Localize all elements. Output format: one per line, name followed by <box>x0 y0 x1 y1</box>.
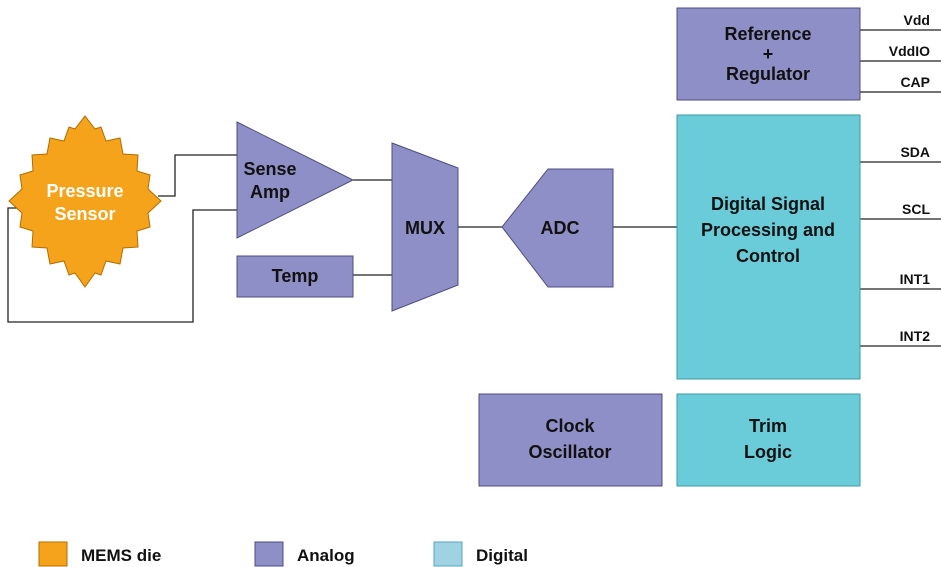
pressure-sensor-starburst <box>8 115 162 288</box>
mux-trapezoid <box>391 142 459 312</box>
temp-box <box>236 255 354 298</box>
pin-int2-label: INT2 <box>900 328 931 344</box>
pressure-sensor-label-line2: Sensor <box>54 204 115 224</box>
dsp-box <box>676 114 861 380</box>
pin-sda-label: SDA <box>900 144 930 160</box>
legend-digital-swatch <box>433 541 463 567</box>
adc-label: ADC <box>541 218 580 238</box>
adc-block: ADC <box>501 168 614 288</box>
pressure-sensor-block: Pressure Sensor <box>8 115 162 288</box>
legend-digital-label: Digital <box>476 546 528 565</box>
dsp-label-line1: Digital Signal <box>711 194 825 214</box>
legend-mems-label: MEMS die <box>81 546 161 565</box>
reference-regulator-box <box>676 7 861 101</box>
dsp-block: Digital Signal Processing and Control <box>676 114 861 380</box>
trim-label-line1: Trim <box>749 416 787 436</box>
clock-oscillator-block: Clock Oscillator <box>478 393 663 487</box>
temp-block: Temp <box>236 255 354 298</box>
reference-label-line2: + <box>763 44 774 64</box>
pin-scl-label: SCL <box>902 201 930 217</box>
dsp-label-line3: Control <box>736 246 800 266</box>
pin-int1-label: INT1 <box>900 271 931 287</box>
trim-logic-box <box>676 393 861 487</box>
sense-amp-triangle <box>236 121 355 239</box>
reference-label-line1: Reference <box>724 24 811 44</box>
mux-block: MUX <box>391 142 459 312</box>
sense-amp-block: Sense Amp <box>236 121 355 239</box>
temp-label: Temp <box>272 266 319 286</box>
reference-regulator-block: Reference + Regulator <box>676 7 861 101</box>
pin-cap-label: CAP <box>900 74 930 90</box>
trim-logic-block: Trim Logic <box>676 393 861 487</box>
pressure-sensor-label-line1: Pressure <box>46 181 123 201</box>
adc-shape <box>501 168 614 288</box>
legend-mems-swatch <box>38 541 68 567</box>
pin-vdd-label: Vdd <box>904 12 930 28</box>
sense-amp-label-line1: Sense <box>243 159 296 179</box>
sense-amp-label-line2: Amp <box>250 182 290 202</box>
wire-sensor-to-amp-top <box>158 154 237 197</box>
dsp-label-line2: Processing and <box>701 220 835 240</box>
legend-analog-label: Analog <box>297 546 355 565</box>
mux-label: MUX <box>405 218 445 238</box>
clock-label-line2: Oscillator <box>528 442 611 462</box>
clock-label-line1: Clock <box>545 416 595 436</box>
clock-oscillator-box <box>478 393 663 487</box>
pin-vddio-label: VddIO <box>889 43 930 59</box>
trim-label-line2: Logic <box>744 442 792 462</box>
legend-analog-swatch <box>254 541 284 567</box>
pin-labels: Vdd VddIO CAP SDA SCL INT1 INT2 <box>889 12 931 344</box>
legend: MEMS die Analog Digital <box>38 541 528 567</box>
reference-label-line3: Regulator <box>726 64 810 84</box>
